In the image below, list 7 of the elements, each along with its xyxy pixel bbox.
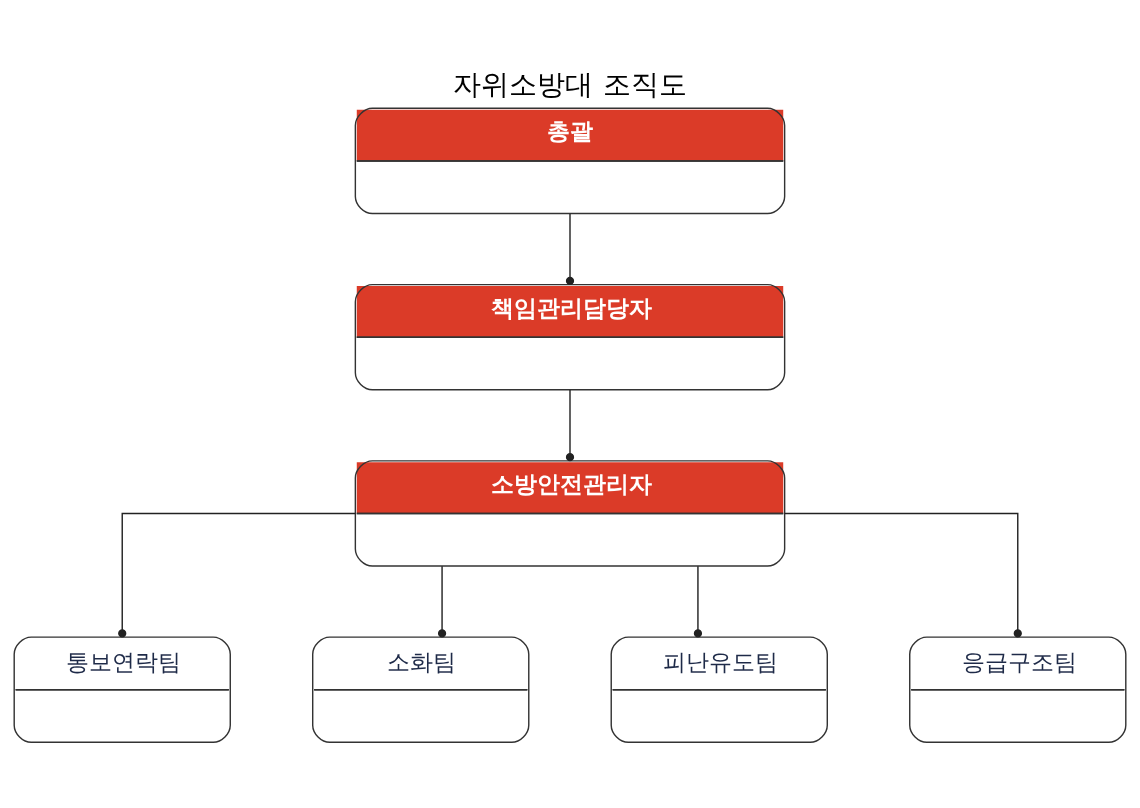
- connector: [565, 213, 575, 286]
- connector: [118, 512, 356, 638]
- connector: [784, 512, 1022, 638]
- connector: [693, 565, 703, 638]
- diagram-title: 자위소방대 조직도: [453, 68, 687, 102]
- connector: [437, 565, 447, 638]
- connector: [565, 389, 575, 462]
